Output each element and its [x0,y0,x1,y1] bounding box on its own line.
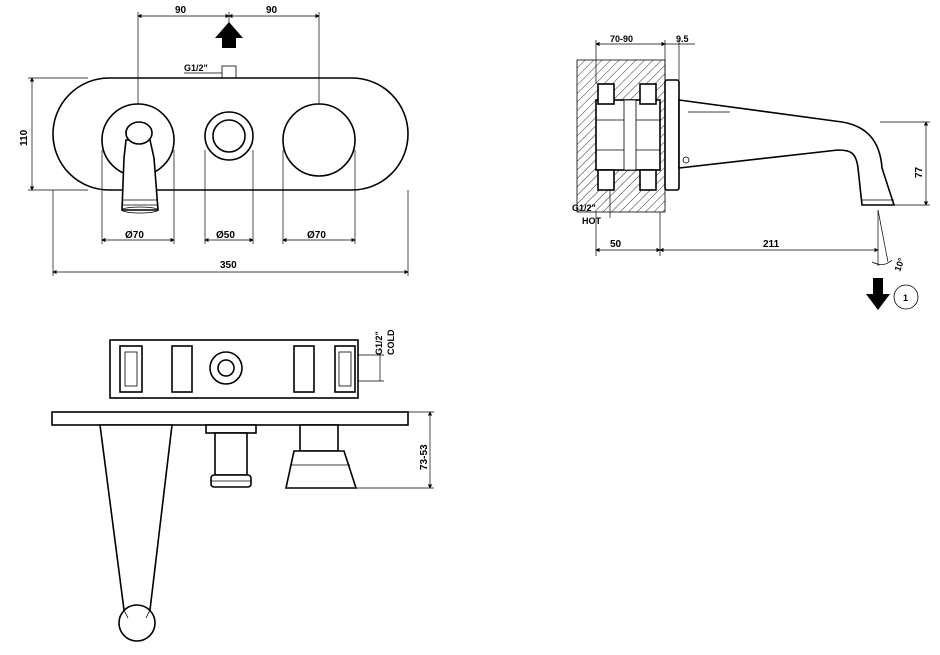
cold-label: COLD [386,329,396,355]
top-view: G1/2" COLD 73-53 [51,329,434,642]
dim-total-width: 350 [220,260,237,271]
dim-body-depth: 50 [610,239,622,250]
dim-angle: 10° [892,256,906,273]
front-view: G1/2" 90 90 110 Ø70 Ø50 Ø70 350 [19,5,409,276]
dim-plate: 9.5 [676,34,689,44]
hot-connection-label: G1/2" [572,203,596,213]
front-connection-label: G1/2" [184,63,208,73]
dim-center-diameter: Ø50 [216,230,235,241]
dim-spout-projection: 211 [763,239,780,250]
dim-right-diameter: Ø70 [307,230,326,241]
diverter-inner [212,119,246,153]
hot-label: HOT [582,216,602,226]
flow-arrow-icon [866,278,890,310]
diverter-outer [204,111,254,161]
top-lever [99,424,173,611]
dim-spacing-left: 90 [175,5,187,16]
flow-marker-circle [893,284,919,310]
side-plate [664,79,680,191]
top-plate [51,411,409,426]
cold-connection-label: G1/2" [374,331,384,355]
lever-handle [121,139,159,211]
dim-spacing-right: 90 [266,5,278,16]
dim-spout-drop: 77 [914,166,925,178]
dim-height: 110 [19,129,30,146]
dim-handle-projection: 73-53 [419,444,430,470]
right-disk [282,103,356,177]
dim-handle-diameter: Ø70 [125,230,144,241]
spout [678,99,896,206]
side-view: G1/2" HOT 70-90 9.5 77 50 211 10° 1 [572,34,930,310]
outlet-arrow-icon [215,22,243,48]
dim-wall-thickness: 70-90 [610,34,633,44]
flow-marker: 1 [903,293,908,303]
